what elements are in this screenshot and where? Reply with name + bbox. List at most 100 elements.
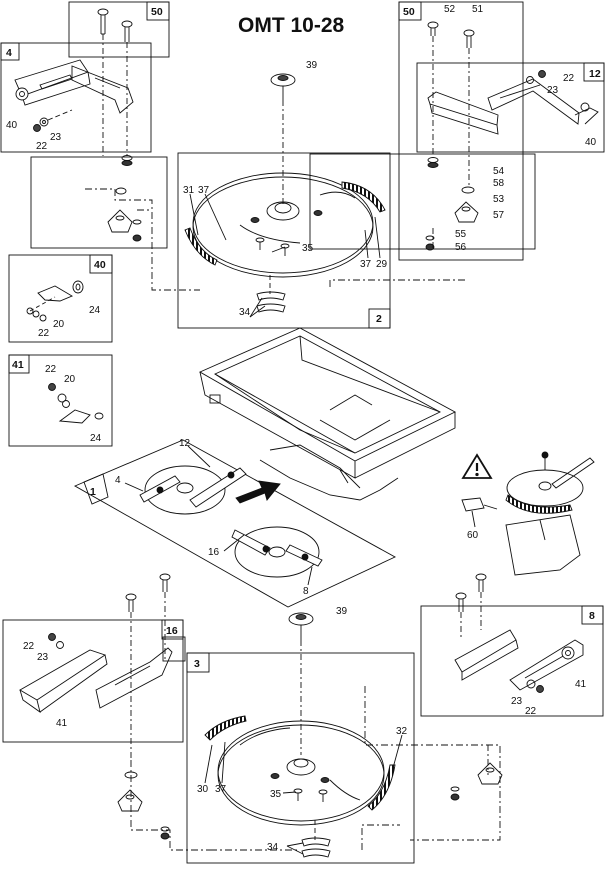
spreader-disc-1b (231, 526, 323, 578)
ejector-bracket-4 (14, 59, 134, 114)
nut-icon (48, 383, 56, 391)
callout-16: 16 (208, 547, 220, 558)
panel-tag-box (146, 1, 170, 21)
panel-tag-box (398, 1, 422, 21)
panel-4 (0, 42, 152, 153)
washer-icon (26, 307, 47, 322)
callout-56: 56 (455, 242, 467, 253)
panel-label-2: 2 (376, 313, 382, 325)
panel-50-right (398, 1, 524, 261)
disc-assembly-detail (505, 451, 595, 576)
washer-icon (57, 393, 70, 408)
bolt-icon (463, 29, 475, 48)
bolt-icon (121, 20, 133, 42)
washer-icon (160, 826, 170, 832)
callout-20: 20 (53, 319, 65, 330)
nut-icon (538, 70, 546, 78)
nut-icon (450, 793, 460, 801)
direction-arrow-icon (235, 480, 281, 504)
nut-icon (33, 124, 41, 132)
panel-16 (2, 619, 184, 743)
callout-37: 37 (360, 259, 372, 270)
bolt-icon (427, 21, 439, 36)
callout-22: 22 (563, 73, 575, 84)
callout-40: 40 (6, 120, 18, 131)
callout-12: 12 (179, 438, 191, 449)
washer-icon (56, 641, 64, 649)
nut-icon (132, 234, 142, 242)
callout-23: 23 (511, 696, 523, 707)
panel-41 (8, 354, 113, 447)
ejector-bracket-8 (454, 629, 584, 691)
diagram-title: OMT 10-28 (238, 14, 345, 37)
ejector-vane-right (367, 764, 396, 811)
callout-51: 51 (472, 4, 484, 15)
callout-58: 58 (493, 178, 505, 189)
panel-2 (177, 152, 391, 329)
callout-41: 41 (56, 718, 68, 729)
panel-tag-box (583, 62, 605, 82)
bracket-plate-icon (256, 275, 286, 313)
washer-icon (461, 186, 475, 194)
callout-23: 23 (50, 132, 62, 143)
spreader-disc-1a (139, 465, 247, 515)
callout-41: 41 (575, 679, 587, 690)
frame-left-upper (30, 156, 168, 249)
washer-icon (425, 235, 435, 241)
bolt-icon (125, 593, 137, 612)
bolt-icon (159, 573, 171, 592)
callout-30: 30 (197, 784, 209, 795)
mount-foot-icon (107, 209, 133, 233)
bolt-icon (455, 592, 467, 612)
panel-label-41: 41 (12, 359, 24, 371)
panel-label-3: 3 (194, 658, 200, 670)
panel-tag-box (89, 254, 113, 274)
bolt-icon (255, 237, 265, 250)
frame-right-lower (364, 686, 501, 841)
panel-label-50: 50 (151, 6, 163, 18)
panel-label-12: 12 (589, 68, 601, 80)
panel-label-16: 16 (166, 625, 178, 637)
callout-24: 24 (90, 433, 102, 444)
ejector-vane-41 (58, 409, 104, 424)
washer-icon (427, 157, 439, 168)
callout-54: 54 (493, 166, 505, 177)
callout-34: 34 (267, 842, 279, 853)
panel-tag-box (83, 473, 109, 505)
callout-53: 53 (493, 194, 505, 205)
callout-22: 22 (36, 141, 48, 152)
panel-8 (420, 605, 604, 717)
nut-icon (536, 685, 544, 693)
ejector-vane-left (184, 227, 218, 266)
callout-31: 31 (183, 185, 195, 196)
callout-8: 8 (303, 586, 309, 597)
mount-foot-icon (117, 789, 143, 812)
callout-22: 22 (23, 641, 35, 652)
bracket-plate-icon (301, 820, 331, 858)
panel-40 (8, 254, 113, 343)
callout-22: 22 (45, 364, 57, 375)
frame-right-upper (309, 153, 536, 250)
callout-35: 35 (302, 243, 314, 254)
panel-tag-box (8, 354, 30, 374)
callout-32: 32 (396, 726, 408, 737)
ejector-vane-left (204, 715, 247, 741)
callout-34: 34 (239, 307, 251, 318)
nut-icon (160, 832, 170, 840)
lubricant-tube-icon (461, 497, 498, 512)
panel-tag-box (0, 42, 20, 61)
callout-23: 23 (547, 85, 559, 96)
warning-icon (461, 453, 493, 479)
bolt-icon (293, 788, 303, 801)
callout-39: 39 (336, 606, 348, 617)
panel-1 (73, 439, 396, 608)
panel-tag-box (161, 619, 184, 640)
callout-35: 35 (270, 789, 282, 800)
panel-tag-box (368, 308, 391, 329)
panel-tag-box (186, 652, 210, 673)
callout-57: 57 (493, 210, 505, 221)
panel-3 (186, 652, 415, 864)
washer-icon (450, 786, 460, 792)
